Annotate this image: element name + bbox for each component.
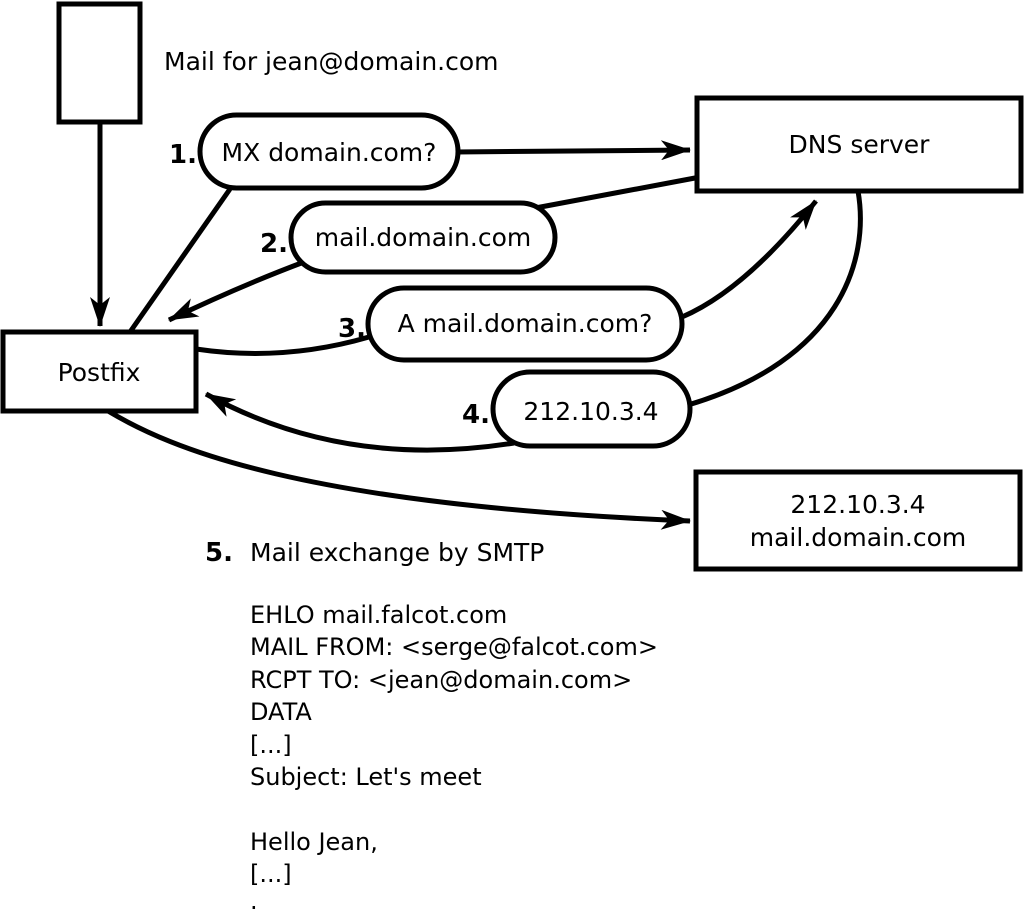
- arrow-step3-to-dns: [681, 199, 818, 320]
- arrow-step4-to-postfix: [204, 391, 515, 453]
- step-4-label: 212.10.3.4: [523, 397, 658, 426]
- step-2-label: mail.domain.com: [315, 223, 531, 252]
- dns-server-label: DNS server: [789, 130, 931, 159]
- smtp-line-hello: Hello Jean,: [250, 828, 378, 856]
- step-1-bubble: [197, 112, 461, 191]
- step-4-bubble: [490, 369, 693, 449]
- smtp-line-ehlo: EHLO mail.falcot.com: [250, 601, 507, 629]
- step-2-number: 2.: [260, 229, 288, 259]
- arrow-postfix-to-mailserver: [106, 408, 691, 530]
- arrow-step2-to-postfix: [167, 259, 305, 323]
- smtp-line-rcpt-to: RCPT TO: <jean@domain.com>: [250, 666, 632, 694]
- smtp-line-ellipsis-2: [...]: [250, 860, 292, 888]
- mail-envelope: [56, 1, 143, 125]
- smtp-line-subject: Subject: Let's meet: [250, 763, 482, 791]
- mail-server-host-label: mail.domain.com: [750, 523, 966, 552]
- diagram-title: Mail for jean@domain.com: [164, 47, 499, 76]
- smtp-line-end-dot: .: [250, 887, 258, 915]
- connector-dns-to-step4: [687, 190, 863, 408]
- smtp-line-ellipsis-1: [...]: [250, 731, 292, 759]
- mail-server-box: [693, 469, 1023, 572]
- step-1-label: MX domain.com?: [222, 138, 437, 167]
- postfix-label: Postfix: [58, 358, 141, 387]
- arrow-step1-to-dns: [455, 140, 691, 161]
- step-3-number: 3.: [338, 314, 366, 344]
- step-5-label: Mail exchange by SMTP: [250, 538, 544, 567]
- mail-server-ip-label: 212.10.3.4: [790, 490, 925, 519]
- step-1-number: 1.: [169, 140, 197, 170]
- smtp-line-mail-from: MAIL FROM: <serge@falcot.com>: [250, 633, 658, 661]
- connector-postfix-to-step3: [195, 334, 370, 356]
- postfix-box: [0, 329, 199, 414]
- connector-dns-to-step2: [529, 175, 696, 212]
- step-4-number: 4.: [462, 400, 490, 430]
- step-3-bubble: [365, 285, 685, 363]
- step-3-label: A mail.domain.com?: [398, 309, 653, 338]
- step-5-number: 5.: [205, 538, 233, 568]
- connector-postfix-to-step1: [127, 187, 233, 334]
- dns-server-box: [694, 95, 1024, 194]
- step-2-bubble: [288, 200, 558, 275]
- smtp-line-data: DATA: [250, 698, 312, 726]
